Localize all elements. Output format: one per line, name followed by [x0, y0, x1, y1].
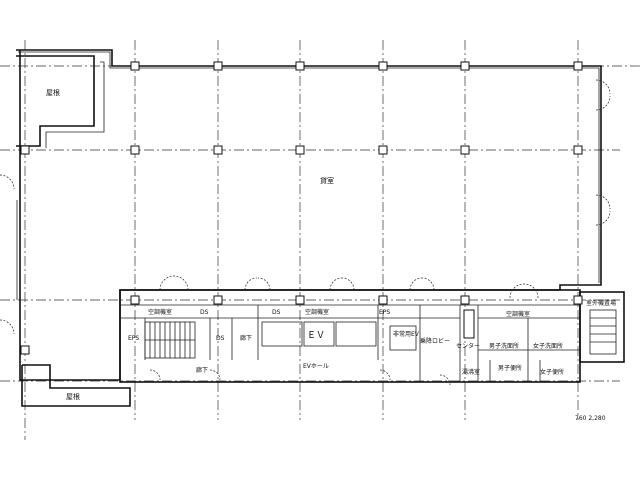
room-labels: 屋根 屋根 貸室 空調機室 DS DS 空調機室 EPS EPS DS 廊下 Ｅ…: [46, 88, 616, 422]
label-ev: ＥＶ: [307, 331, 325, 341]
columns: [20, 61, 583, 355]
label-ev-hall: EVホール: [303, 363, 329, 370]
label-outdoor-unit: 室外機置場: [586, 299, 616, 307]
label-womens-wc: 女子便所: [540, 368, 564, 376]
label-mens-wc: 男子便所: [498, 364, 522, 372]
label-elevator-lobby: 乗降ロビー: [420, 337, 450, 345]
outer-walls: [16, 49, 625, 407]
label-ac-machine-room-mid: 空調機室: [305, 308, 329, 316]
label-roof-bottom: 屋根: [66, 392, 80, 401]
label-womens-wash: 女子洗面所: [533, 342, 563, 350]
label-roof-top: 屋根: [46, 88, 60, 97]
label-mens-wash: 男子洗面所: [489, 342, 519, 350]
label-ac-machine-room-right: 空調機室: [506, 310, 530, 318]
label-corridor-top: 廊下: [240, 334, 252, 342]
label-emergency-ev: 非常用EV: [393, 330, 420, 338]
label-ac-machine-room-left: 空調機室: [148, 308, 172, 316]
label-eps-right: EPS: [379, 309, 390, 316]
door-swings: [0, 79, 611, 386]
label-scale-note: 760 2,280: [575, 415, 606, 422]
label-kitchenette: 湯沸室: [462, 368, 480, 376]
label-ds-top: DS: [200, 309, 209, 316]
label-eps-left: EPS: [128, 335, 139, 342]
label-ds-left: DS: [216, 335, 225, 342]
label-office: 貸室: [320, 176, 334, 185]
label-center: センター: [456, 342, 480, 350]
core-partitions: [120, 304, 580, 382]
label-corridor-bottom: 廊下: [196, 366, 208, 374]
label-ds-mid: DS: [272, 309, 281, 316]
